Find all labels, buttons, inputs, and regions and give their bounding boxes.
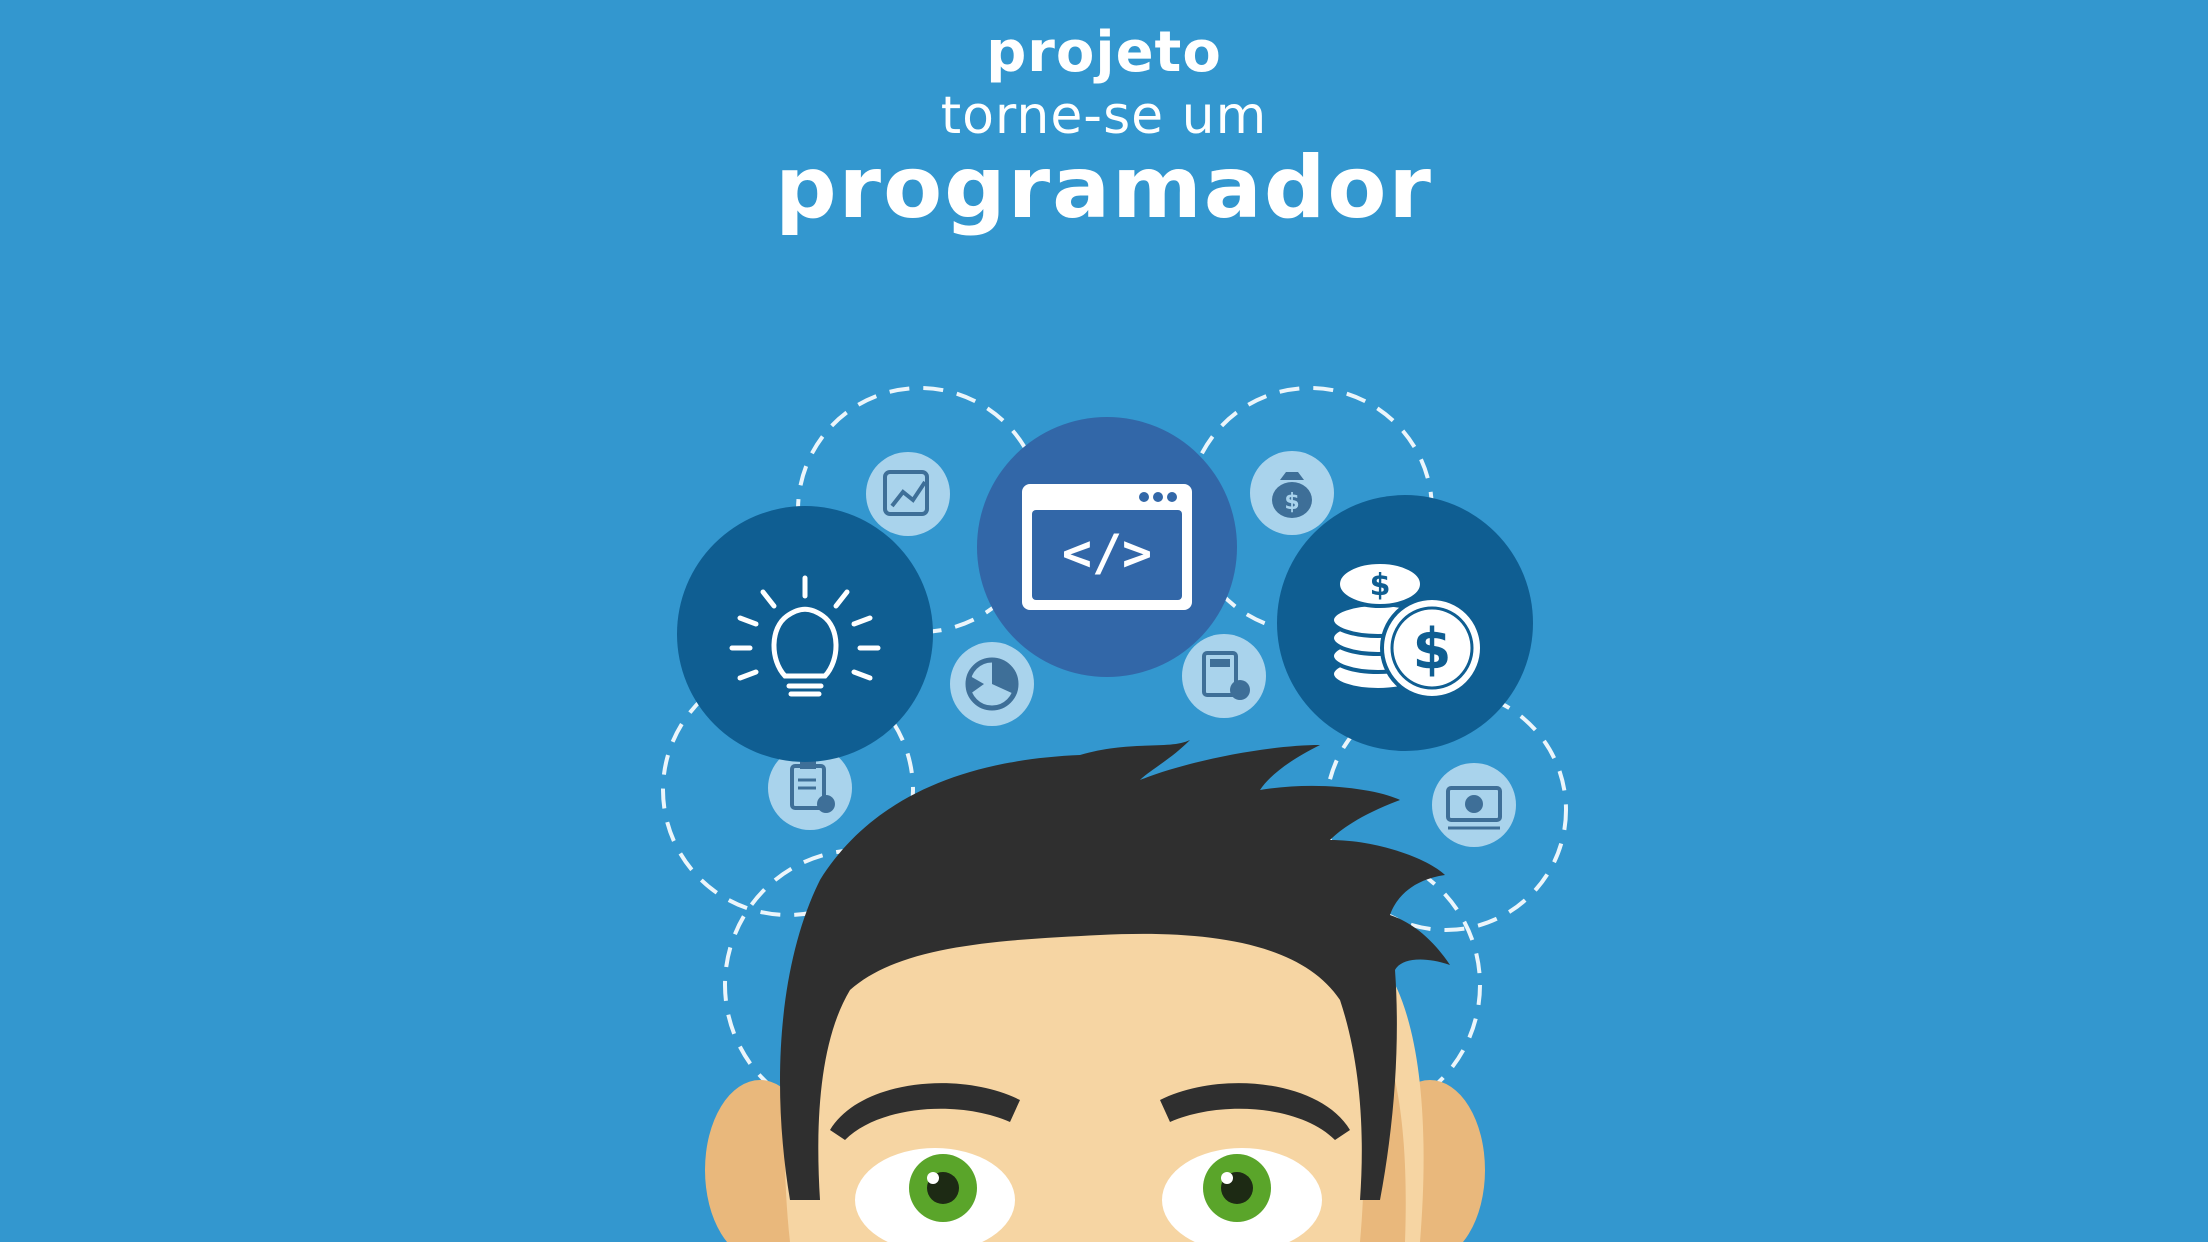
character-head: [705, 740, 1485, 1242]
svg-text:$: $: [1413, 617, 1452, 682]
coins-dollar-icon: $ $: [1277, 495, 1533, 751]
title-line-projeto: projeto: [986, 20, 1222, 85]
left-eyebrow: [830, 1083, 1020, 1140]
pie-chart-icon: [950, 642, 1034, 726]
code-window-icon: </>: [977, 417, 1237, 677]
calculator-icon: [1182, 634, 1266, 718]
money-bag-icon: $: [1250, 451, 1334, 535]
right-eyebrow: [1160, 1083, 1350, 1140]
lightbulb-icon: [677, 506, 933, 762]
svg-text:</>: </>: [1062, 524, 1152, 582]
title-line-programador: programador: [775, 138, 1433, 238]
clipboard-icon: [768, 746, 852, 830]
chart-icon: [866, 452, 950, 536]
banknote-icon: [1432, 763, 1516, 847]
title-line-torne-se-um: torne-se um: [940, 86, 1268, 146]
svg-text:$: $: [1284, 490, 1299, 515]
svg-text:$: $: [1370, 568, 1391, 603]
hair: [780, 740, 1450, 1200]
